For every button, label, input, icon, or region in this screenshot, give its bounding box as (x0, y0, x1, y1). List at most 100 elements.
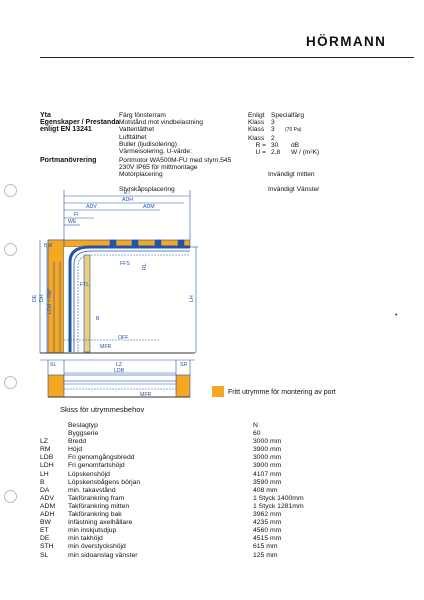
row-label: min överstyckshöjd (68, 543, 126, 551)
dim-mfr: MFR (100, 344, 111, 350)
legend-swatch (212, 386, 224, 397)
row-code: LDH (40, 462, 54, 470)
row-value: 3590 mm (253, 478, 282, 486)
motor-line: Portmotor WA500M-FU med styrn.545 (119, 157, 232, 164)
spec-value: Klass (248, 134, 265, 142)
spec-item-name: Lufttäthet (119, 133, 147, 141)
brand-logo: HÖRMANN (306, 34, 387, 49)
spec-value: 3 (271, 126, 275, 134)
row-label: Fri genomfartshöjd (68, 462, 125, 470)
spec-label-standard: enligt EN 13241 (40, 126, 92, 134)
row-value: 3000 mm (253, 438, 282, 446)
dim-de: DE (32, 294, 38, 302)
dim-ldb: LDB (114, 368, 125, 374)
spec-value: 2,8 (271, 149, 281, 157)
spec-value: Specialfärg (271, 112, 304, 119)
dim-dh: DH (39, 294, 45, 302)
row-code: LDB (40, 454, 54, 462)
row-value: 3962 mm (253, 511, 282, 519)
row-value: 3000 mm (253, 454, 282, 462)
row-value: 1 Styck 1400mm (253, 494, 304, 502)
motor-label: Portmanövrering (40, 157, 97, 164)
row-value: 3900 mm (253, 446, 282, 454)
motor-right-line: Invändigt Vänster (268, 185, 320, 193)
punch-hole (4, 376, 17, 389)
table-row: B Löpskensbågens början 3590 mm (40, 479, 380, 487)
row-label: Löpskensbågens början (68, 478, 141, 486)
spec-value: W / (m²K) (291, 149, 320, 157)
dim-ftl: FTL (80, 282, 89, 288)
motor-line: Styrskåpsplacering (119, 185, 175, 193)
spec-value: dB (291, 141, 300, 149)
spec-value: 2 (271, 134, 275, 142)
door-space-drawing: ET ADH ADV ADM FI WE BW DE DH LDH = RM* … (32, 190, 198, 398)
row-value: 3900 mm (253, 462, 282, 470)
row-label: min inskjutsdjup (68, 527, 117, 535)
dim-sr: SR (180, 362, 187, 368)
punch-hole (4, 243, 17, 256)
row-label: min sidoanslag vänster (68, 551, 138, 559)
dim-lh: LH (189, 295, 195, 302)
row-code: ADV (40, 494, 54, 502)
row-code: B (40, 478, 45, 486)
spec-value: Klass (248, 119, 265, 127)
row-code: LZ (40, 438, 48, 446)
spec-value: Klass (248, 126, 265, 134)
dim-fi: FI (74, 212, 79, 218)
dim-adm: ADM (143, 204, 155, 210)
punch-hole (4, 490, 17, 503)
row-value: 1 Styck 1281mm (253, 502, 304, 510)
row-code: SL (40, 551, 49, 559)
spec-value: U = (255, 149, 266, 157)
spec-value: (70 Pa) (285, 127, 302, 134)
motor-line: 230V IP65 för mittmontage (119, 164, 198, 172)
plan-clearance-right (175, 374, 191, 398)
dim-et: ET (124, 190, 131, 196)
track-rail (68, 245, 190, 352)
dim-ffs: FFS (120, 261, 130, 267)
row-code: BW (40, 519, 51, 527)
row-code: ADM (40, 502, 56, 510)
motor-right: Invändigt mitten Invändigt Vänster (268, 157, 319, 193)
spec-label-properties: Egenskaper / Prestanda (40, 119, 120, 127)
spec-items: Färg fönsterram Motstånd mot vindbelastn… (119, 112, 203, 155)
dim-rl: RL (142, 263, 148, 270)
row-code: ADH (40, 511, 55, 519)
row-value: 4560 mm (253, 527, 282, 535)
row-label: Fri genomgångsbredd (68, 454, 135, 462)
table-row: LDH Fri genomfartshöjd 3900 mm (40, 462, 380, 470)
margin-mark: • (395, 312, 398, 319)
spec-item-name: Buller (ljudisolering) (119, 140, 177, 148)
row-label: Beslagtyp (68, 422, 98, 429)
dim-bw: BW (44, 243, 52, 249)
spec-label-yta: Yta (40, 112, 51, 119)
motor-right-line: Invändigt mitten (268, 171, 315, 179)
table-row: LDB Fri genomgångsbredd 3000 mm (40, 454, 380, 462)
header-rule (40, 57, 414, 58)
legend-text: Fritt utrymme för montering av port (228, 389, 336, 396)
row-label: Takförankring bak (68, 511, 122, 519)
dim-adh: ADH (122, 197, 133, 203)
row-value: 4515 mm (253, 535, 282, 543)
table-row: ADH Takförankring bak 3962 mm (40, 511, 380, 519)
spec-item-name: Motstånd mot vindbelastning (119, 119, 203, 127)
punch-hole (4, 184, 17, 197)
row-label: min. takavstånd (68, 486, 116, 494)
spec-value: 30 (271, 141, 279, 149)
spec-labels: Yta Egenskaper / Prestanda enligt EN 132… (40, 112, 119, 134)
row-label: min takhöjd (68, 535, 103, 543)
row-code: LH (40, 470, 49, 478)
spec-item-name: Vattentäthet (119, 126, 155, 134)
row-value: N (253, 422, 258, 429)
row-value: 125 mm (253, 551, 278, 559)
row-code: RM (40, 446, 51, 454)
